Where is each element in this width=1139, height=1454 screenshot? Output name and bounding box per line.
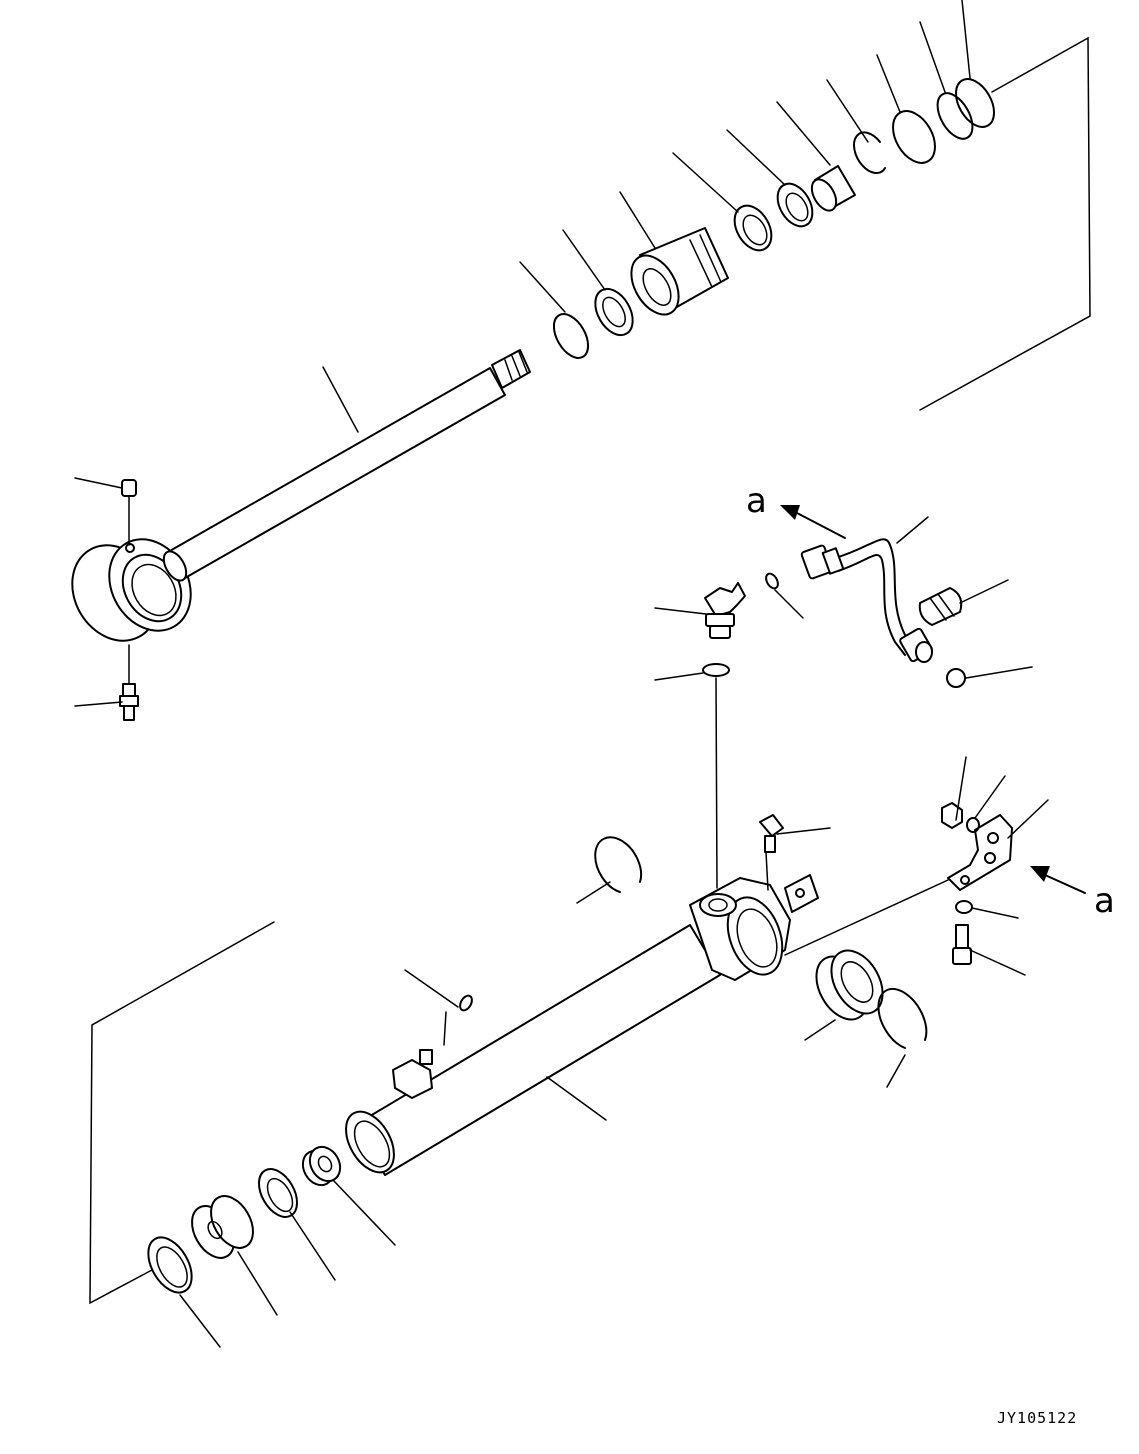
snap-ring-bearing (877, 987, 928, 1049)
bushing (733, 204, 773, 252)
o-ring-large (892, 110, 936, 164)
o-ring-port (702, 663, 730, 677)
hex-nut (941, 802, 963, 829)
piston-nut (301, 1145, 342, 1187)
grease-fitting-bottom (119, 644, 139, 721)
washer-lower (955, 900, 973, 914)
cylinder-tube (345, 874, 819, 1176)
arrow-label-a-upper: a (746, 481, 767, 521)
leader-lines-upper (74, 0, 971, 707)
arrow-a-upper: a (746, 481, 846, 539)
leader-lines-middle (654, 516, 1033, 889)
o-ring-tube-port (459, 994, 473, 1012)
mounting-bracket (947, 814, 1013, 891)
piston (191, 1195, 254, 1259)
o-ring-pipe-end (946, 668, 966, 688)
tube-elbow-fitting (392, 1049, 433, 1099)
piston-rod (71, 349, 531, 642)
arrow-label-a-lower: a (1094, 881, 1115, 921)
spherical-bearing (815, 949, 884, 1021)
grease-fitting-top (121, 479, 137, 546)
lower-assembly-frame (89, 879, 949, 1305)
piston-ring (258, 1168, 298, 1218)
c-clip (853, 131, 886, 175)
arrow-a-lower: a (1030, 866, 1115, 921)
wear-ring (147, 1236, 193, 1294)
upper-assembly-frame (919, 36, 1091, 411)
spacer-collar (810, 165, 856, 212)
snap-ring-head (594, 836, 643, 893)
o-ring-small-elbow (765, 572, 779, 590)
wiper-ring (776, 182, 814, 228)
grease-fitting-head (759, 814, 784, 853)
pipe-clamp (918, 587, 963, 626)
snap-ring-rod (552, 313, 590, 359)
drawing-code: JY105122 (997, 1409, 1077, 1427)
cylinder-head (630, 227, 729, 316)
backup-ring (936, 78, 995, 140)
bolt (952, 924, 972, 965)
hydraulic-pipe (800, 538, 933, 663)
rod-seal (594, 287, 634, 337)
leader-lines-lower (179, 756, 1049, 1348)
elbow-fitting (704, 582, 746, 639)
washer-upper (966, 817, 980, 833)
